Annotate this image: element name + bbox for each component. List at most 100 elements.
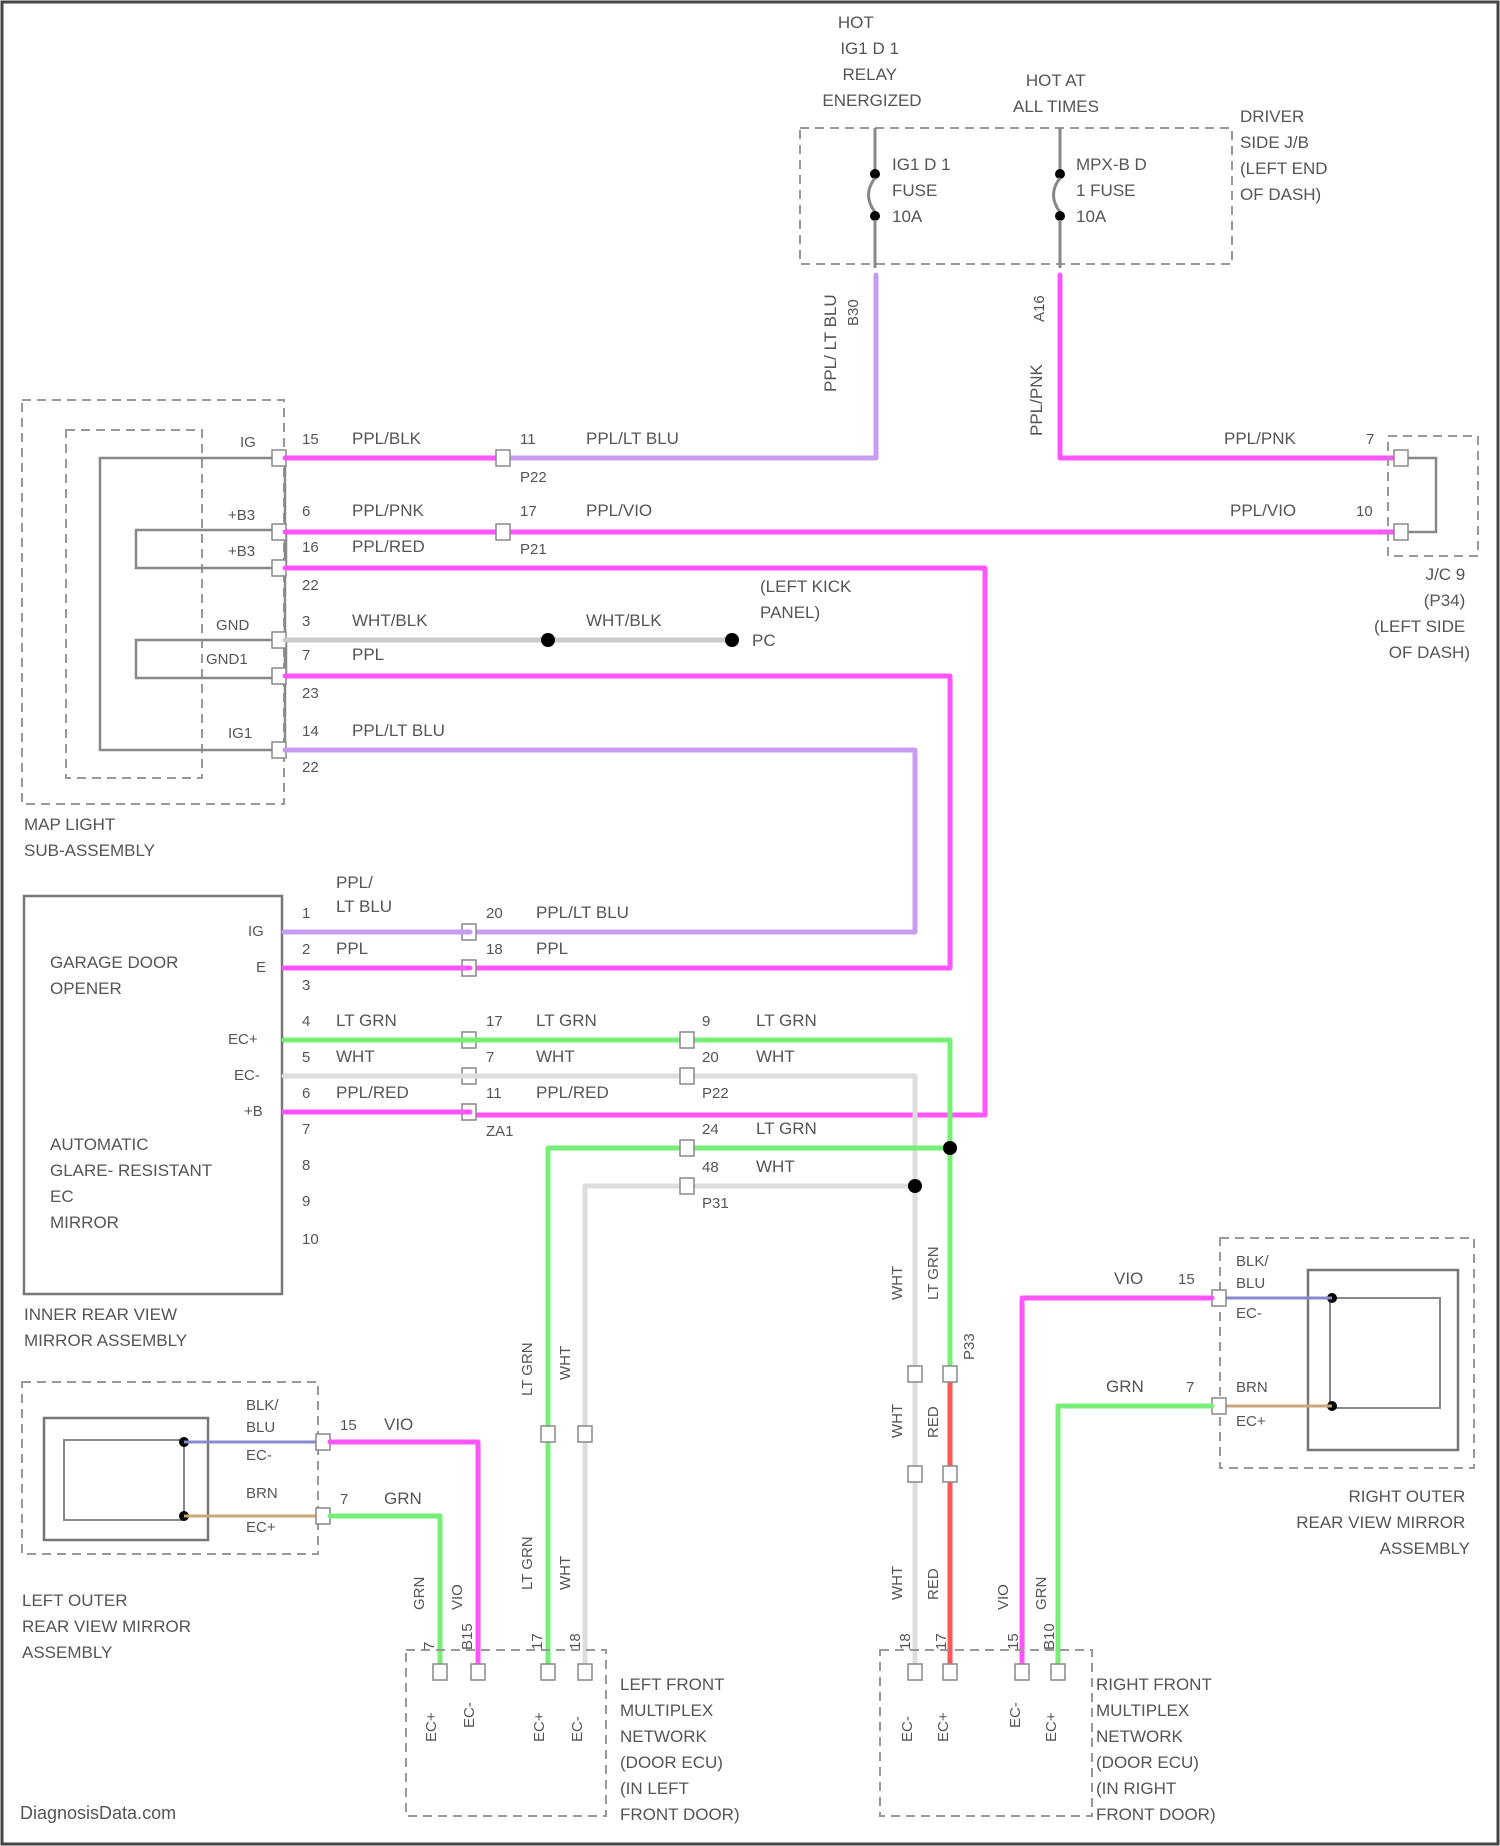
svg-text:15: 15 xyxy=(1178,1271,1195,1288)
jb-label: DRIVER SIDE J/B (LEFT END OF DASH) xyxy=(1240,107,1332,204)
left-outer-label: LEFT OUTER REAR VIEW MIRROR ASSEMBLY xyxy=(22,1591,196,1662)
svg-text:3: 3 xyxy=(302,613,310,630)
svg-text:7: 7 xyxy=(486,1049,494,1066)
svg-text:BLU: BLU xyxy=(1236,1275,1265,1292)
label-pplpnk-vert: PPL/PNK xyxy=(1027,364,1046,436)
label-ppl-ltblu-1: PPL/LT BLU xyxy=(586,429,679,448)
svg-text:LT GRN: LT GRN xyxy=(536,1011,597,1030)
pin-e: E xyxy=(256,959,266,976)
svg-text:EC-: EC- xyxy=(461,1702,478,1728)
label-ppl-red-1: PPL/RED xyxy=(352,537,425,556)
jb-outline xyxy=(800,128,1232,264)
svg-text:EC-: EC- xyxy=(569,1716,586,1742)
svg-text:RED: RED xyxy=(925,1568,942,1600)
svg-text:VIO: VIO xyxy=(1114,1269,1143,1288)
right-ecu-label: RIGHT FRONT MULTIPLEX NETWORK (DOOR ECU)… xyxy=(1096,1675,1216,1824)
pin-b-2: +B xyxy=(244,1103,263,1120)
pin-b2: +B3 xyxy=(228,543,255,560)
svg-text:6: 6 xyxy=(302,1085,310,1102)
svg-text:WHT: WHT xyxy=(557,1346,574,1380)
svg-text:10: 10 xyxy=(302,1231,319,1248)
svg-text:EC+: EC+ xyxy=(246,1519,276,1536)
svg-text:1: 1 xyxy=(302,905,310,922)
svg-text:GRN: GRN xyxy=(1033,1577,1050,1610)
svg-text:PPL: PPL xyxy=(336,939,368,958)
label-hot-always: HOT AT ALL TIMES xyxy=(1013,71,1099,116)
svg-text:RED: RED xyxy=(925,1406,942,1438)
pin-ecminus-1: EC- xyxy=(234,1067,260,1084)
label-ppl-vio-1: PPL/VIO xyxy=(586,501,652,520)
svg-text:17: 17 xyxy=(933,1633,950,1650)
svg-text:3: 3 xyxy=(302,977,310,994)
fuse1-label: IG1 D 1 FUSE 10A xyxy=(892,155,955,226)
ec-mirror-label: AUTOMATIC GLARE- RESISTANT EC MIRROR xyxy=(50,1135,217,1232)
label-hot-ig1: HOT IG1 D 1 RELAY ENERGIZED xyxy=(822,13,921,110)
svg-text:BRN: BRN xyxy=(246,1485,278,1502)
label-ppl-vio-2: PPL/VIO xyxy=(1230,501,1296,520)
svg-text:22: 22 xyxy=(302,577,319,594)
svg-text:EC-: EC- xyxy=(899,1716,916,1742)
svg-text:EC+: EC+ xyxy=(1236,1413,1266,1430)
map-light-label: MAP LIGHT SUB-ASSEMBLY xyxy=(24,815,155,860)
right-outer-outline xyxy=(1220,1238,1474,1468)
svg-text:20: 20 xyxy=(486,905,503,922)
svg-text:PPL/RED: PPL/RED xyxy=(536,1083,609,1102)
svg-text:WHT: WHT xyxy=(756,1047,795,1066)
label-wht-blk-1: WHT/BLK xyxy=(352,611,428,630)
svg-text:10: 10 xyxy=(1356,503,1373,520)
fuse2-icon xyxy=(1054,178,1061,212)
pin-gnd1: GND1 xyxy=(206,651,248,668)
svg-text:P33: P33 xyxy=(961,1333,978,1360)
svg-text:EC+: EC+ xyxy=(423,1712,440,1742)
svg-text:16: 16 xyxy=(302,539,319,556)
svg-text:P22: P22 xyxy=(520,469,547,486)
label-ppl-1: PPL xyxy=(352,645,384,664)
svg-text:17: 17 xyxy=(520,503,537,520)
svg-text:7: 7 xyxy=(302,1121,310,1138)
pin-ig-2: IG xyxy=(248,923,264,940)
svg-text:EC+: EC+ xyxy=(1043,1712,1060,1742)
label-ppl-ltblu-vert: PPL/ LT BLU xyxy=(821,294,840,392)
watermark: DiagnosisData.com xyxy=(20,1803,176,1824)
svg-text:WHT: WHT xyxy=(889,1266,906,1300)
svg-text:18: 18 xyxy=(897,1633,914,1650)
svg-text:BLK/: BLK/ xyxy=(1236,1253,1269,1270)
svg-text:GRN: GRN xyxy=(384,1489,422,1508)
garage-label: GARAGE DOOR OPENER xyxy=(50,953,183,998)
svg-text:17: 17 xyxy=(529,1633,546,1650)
label-ppl-blk: PPL/BLK xyxy=(352,429,422,448)
fuse1-icon xyxy=(869,178,876,212)
svg-text:7: 7 xyxy=(302,647,310,664)
inner-mirror-label: INNER REAR VIEW MIRROR ASSEMBLY xyxy=(24,1305,187,1350)
svg-text:LT GRN: LT GRN xyxy=(756,1011,817,1030)
svg-text:VIO: VIO xyxy=(449,1584,466,1610)
svg-text:P31: P31 xyxy=(702,1195,729,1212)
pin-ecplus-1: EC+ xyxy=(228,1031,258,1048)
pin-gnd: GND xyxy=(216,617,250,634)
svg-text:EC+: EC+ xyxy=(935,1712,952,1742)
svg-text:PPL: PPL xyxy=(536,939,568,958)
label-ppl-pnk-2: PPL/PNK xyxy=(1224,429,1296,448)
svg-text:15: 15 xyxy=(1005,1633,1022,1650)
svg-text:B10: B10 xyxy=(1041,1623,1058,1650)
svg-text:22: 22 xyxy=(302,759,319,776)
svg-text:GRN: GRN xyxy=(1106,1377,1144,1396)
svg-text:EC-: EC- xyxy=(246,1447,272,1464)
svg-text:GRN: GRN xyxy=(411,1577,428,1610)
svg-text:14: 14 xyxy=(302,723,319,740)
label-wht-blk-2: WHT/BLK xyxy=(586,611,662,630)
svg-text:WHT: WHT xyxy=(536,1047,575,1066)
left-ecu-label: LEFT FRONT MULTIPLEX NETWORK (DOOR ECU) … xyxy=(620,1675,740,1824)
svg-text:PPL/LT BLU: PPL/LT BLU xyxy=(536,903,629,922)
svg-text:6: 6 xyxy=(302,503,310,520)
pin-b1: +B3 xyxy=(228,507,255,524)
svg-text:7: 7 xyxy=(421,1642,438,1650)
label-ppl-pnk-1: PPL/PNK xyxy=(352,501,424,520)
svg-text:2: 2 xyxy=(302,941,310,958)
svg-text:WHT: WHT xyxy=(336,1047,375,1066)
svg-text:WHT: WHT xyxy=(756,1157,795,1176)
svg-text:5: 5 xyxy=(302,1049,310,1066)
svg-text:LT GRN: LT GRN xyxy=(925,1246,942,1300)
ground-note: (LEFT KICK PANEL) xyxy=(760,577,856,622)
